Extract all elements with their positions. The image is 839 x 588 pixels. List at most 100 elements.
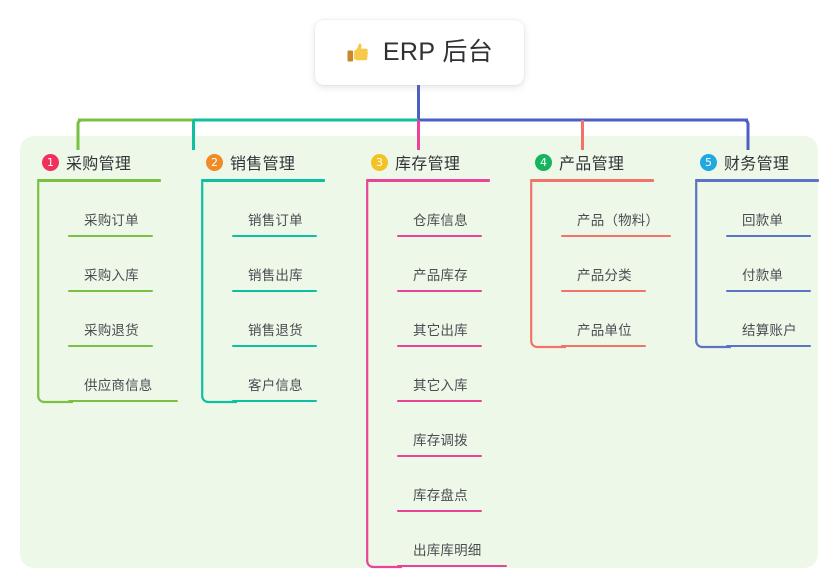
column-header-3[interactable]: 3 库存管理	[357, 145, 507, 179]
list-item-label: 仓库信息	[413, 213, 468, 228]
thumbs-up-icon	[346, 40, 372, 66]
list-item-rule	[68, 290, 153, 292]
root-node-card[interactable]: ERP 后台	[315, 20, 524, 85]
column-title: 销售管理	[230, 156, 296, 173]
list-item-rule	[68, 235, 153, 237]
column-采购管理: 1 采购管理采购订单采购入库采购退货供应商信息	[28, 145, 178, 404]
list-item-rule	[232, 400, 317, 402]
list-item-label: 采购订单	[84, 213, 139, 228]
list-item-rule	[397, 510, 482, 512]
list-item-rule	[561, 290, 646, 292]
column-spine	[530, 182, 566, 349]
list-item-label: 客户信息	[248, 378, 303, 393]
column-header-rule	[201, 179, 325, 182]
column-库存管理: 3 库存管理仓库信息产品库存其它出库其它入库库存调拨库存盘点出库库明细	[357, 145, 507, 569]
list-item[interactable]: 客户信息	[232, 347, 342, 402]
column-title: 库存管理	[395, 156, 461, 173]
column-index-badge: 1	[42, 153, 59, 171]
column-spine	[366, 182, 402, 569]
column-index-badge: 5	[700, 153, 717, 171]
column-header-rule	[695, 179, 819, 182]
list-item[interactable]: 付款单	[726, 237, 836, 292]
list-item-rule	[68, 345, 153, 347]
list-item-label: 产品分类	[577, 268, 632, 283]
column-header-2[interactable]: 2 销售管理	[192, 145, 342, 179]
list-item[interactable]: 采购订单	[68, 182, 178, 237]
list-item-label: 回款单	[742, 213, 784, 228]
list-item-label: 库存调拨	[413, 433, 468, 448]
list-item[interactable]: 结算账户	[726, 292, 836, 347]
column-item-list: 销售订单销售出库销售退货客户信息	[232, 182, 342, 402]
list-item-rule	[397, 290, 482, 292]
diagram-background-panel	[20, 136, 818, 568]
root-node-title: ERP 后台	[382, 38, 494, 66]
list-item-label: 出库库明细	[413, 543, 482, 558]
list-item-label: 库存盘点	[413, 488, 468, 503]
list-item-label: 销售退货	[248, 323, 303, 338]
column-title: 财务管理	[724, 156, 790, 173]
list-item-label: 其它出库	[413, 323, 468, 338]
list-item-rule	[561, 235, 671, 237]
list-item[interactable]: 库存调拨	[397, 402, 507, 457]
list-item[interactable]: 其它出库	[397, 292, 507, 347]
list-item-label: 产品（物料）	[577, 213, 660, 228]
list-item[interactable]: 仓库信息	[397, 182, 507, 237]
list-item-rule	[397, 345, 482, 347]
column-item-list: 仓库信息产品库存其它出库其它入库库存调拨库存盘点出库库明细	[397, 182, 507, 567]
list-item-rule	[726, 290, 811, 292]
list-item-rule	[726, 235, 811, 237]
list-item-label: 产品库存	[413, 268, 468, 283]
list-item-rule	[232, 290, 317, 292]
list-item-rule	[397, 455, 482, 457]
list-item-rule	[397, 400, 482, 402]
list-item[interactable]: 销售出库	[232, 237, 342, 292]
list-item[interactable]: 产品单位	[561, 292, 671, 347]
list-item[interactable]: 供应商信息	[68, 347, 178, 402]
column-header-5[interactable]: 5 财务管理	[686, 145, 836, 179]
list-item[interactable]: 产品库存	[397, 237, 507, 292]
column-item-list: 产品（物料） 产品分类产品单位	[561, 182, 671, 347]
column-header-rule	[366, 179, 490, 182]
list-item-rule	[726, 345, 811, 347]
list-item-label: 结算账户	[742, 323, 797, 338]
column-header-rule	[530, 179, 654, 182]
column-title: 采购管理	[66, 156, 132, 173]
list-item-label: 产品单位	[577, 323, 632, 338]
list-item[interactable]: 其它入库	[397, 347, 507, 402]
column-销售管理: 2 销售管理销售订单销售出库销售退货客户信息	[192, 145, 342, 404]
column-item-list: 回款单付款单结算账户	[726, 182, 836, 347]
list-item-label: 采购退货	[84, 323, 139, 338]
column-index-badge: 3	[371, 153, 388, 171]
list-item-label: 采购入库	[84, 268, 139, 283]
column-spine	[201, 182, 237, 404]
list-item-rule	[397, 235, 482, 237]
list-item-label: 销售订单	[248, 213, 303, 228]
column-财务管理: 5 财务管理回款单付款单结算账户	[686, 145, 836, 349]
list-item[interactable]: 回款单	[726, 182, 836, 237]
list-item-rule	[68, 400, 178, 402]
column-spine	[695, 182, 731, 349]
list-item[interactable]: 采购入库	[68, 237, 178, 292]
column-index-badge: 2	[206, 153, 223, 171]
list-item[interactable]: 采购退货	[68, 292, 178, 347]
list-item[interactable]: 销售订单	[232, 182, 342, 237]
list-item-label: 其它入库	[413, 378, 468, 393]
column-header-rule	[37, 179, 161, 182]
list-item-label: 付款单	[742, 268, 784, 283]
list-item[interactable]: 产品（物料）	[561, 182, 671, 237]
list-item-label: 销售出库	[248, 268, 303, 283]
column-item-list: 采购订单采购入库采购退货供应商信息	[68, 182, 178, 402]
list-item-rule	[232, 235, 317, 237]
list-item[interactable]: 产品分类	[561, 237, 671, 292]
list-item[interactable]: 库存盘点	[397, 457, 507, 512]
column-header-1[interactable]: 1 采购管理	[28, 145, 178, 179]
list-item-rule	[232, 345, 317, 347]
column-spine	[37, 182, 73, 404]
list-item[interactable]: 出库库明细	[397, 512, 507, 567]
column-title: 产品管理	[559, 156, 625, 173]
list-item-rule	[561, 345, 646, 347]
list-item[interactable]: 销售退货	[232, 292, 342, 347]
